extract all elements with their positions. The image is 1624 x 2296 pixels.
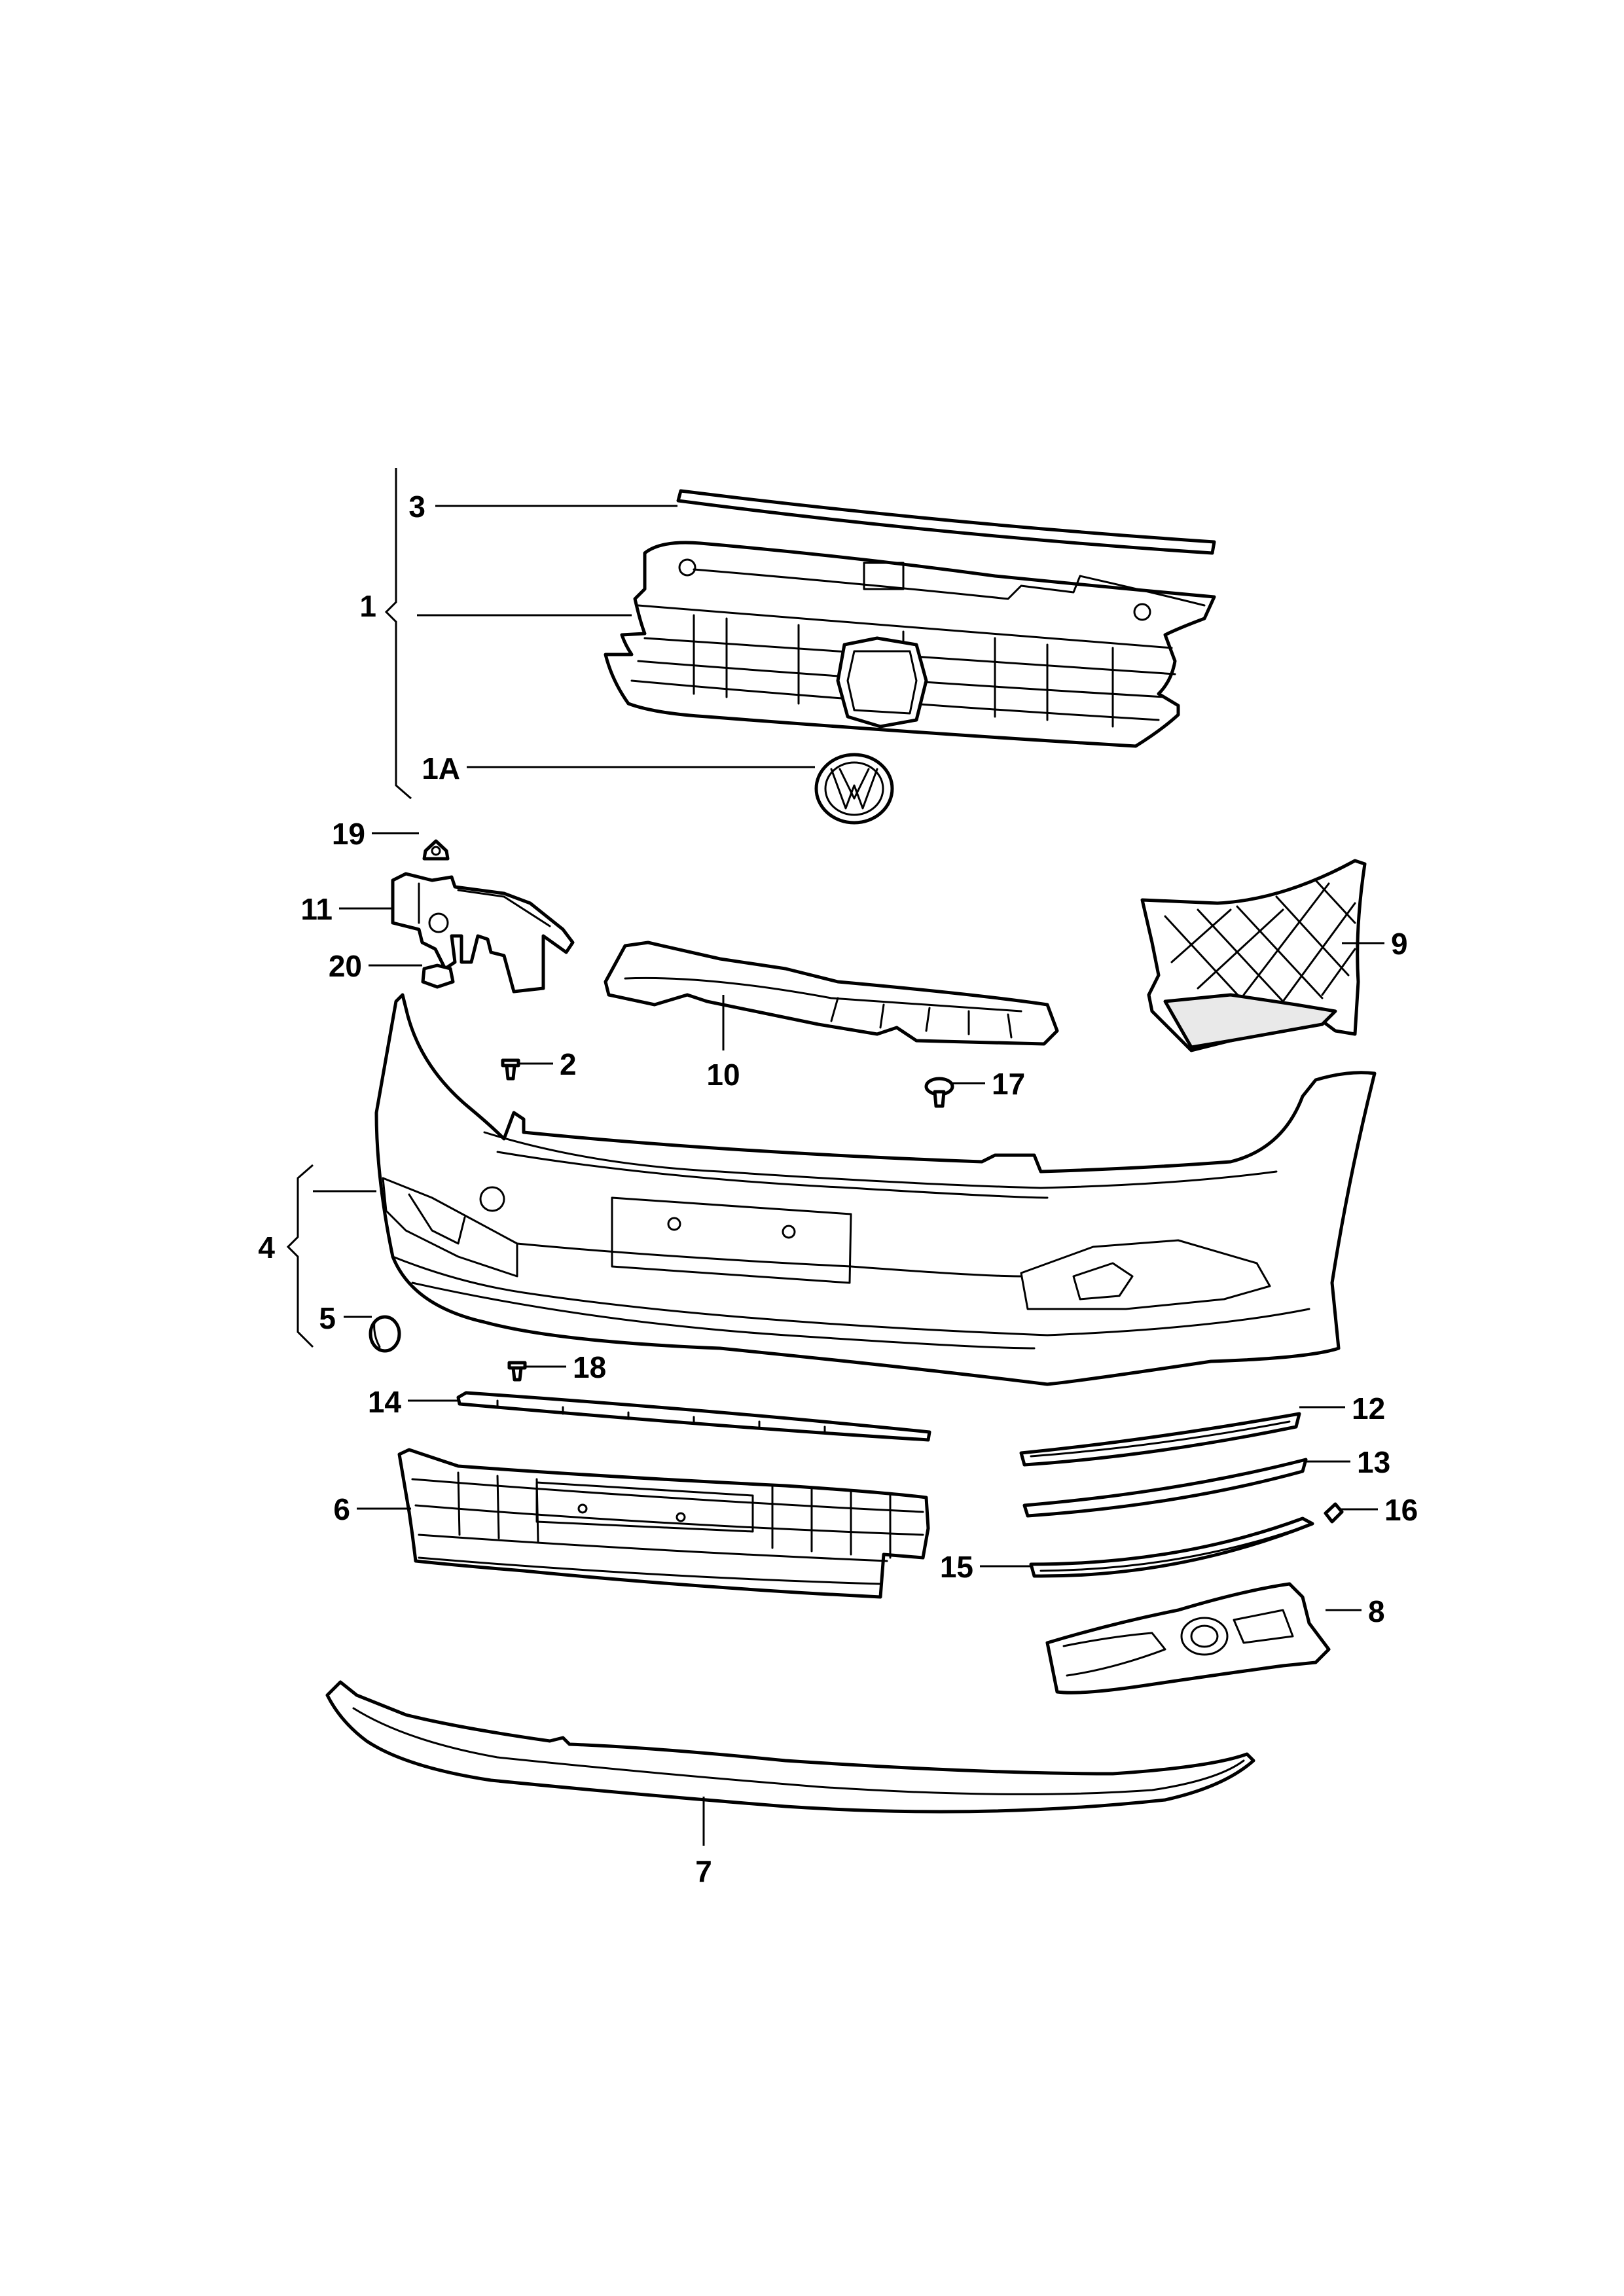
callout-1a: 1A	[422, 751, 460, 785]
callout-20: 20	[329, 949, 362, 983]
part-9-side-grille	[1140, 859, 1367, 1052]
callout-9: 9	[1391, 927, 1408, 961]
callout-15: 15	[940, 1550, 973, 1584]
callout-2: 2	[560, 1047, 577, 1081]
part-4-bumper-cover	[374, 993, 1377, 1386]
part-16-clip	[1324, 1502, 1344, 1524]
part-14-trim-strip	[456, 1391, 931, 1442]
bracket-group-4	[286, 1164, 314, 1348]
callout-14: 14	[368, 1385, 402, 1419]
callout-8: 8	[1368, 1594, 1385, 1628]
part-17-rivet	[924, 1077, 954, 1108]
callout-4: 4	[258, 1230, 275, 1265]
bracket-group-1	[384, 468, 412, 800]
part-7-front-spoiler	[325, 1680, 1255, 1814]
callout-7: 7	[695, 1854, 712, 1888]
callout-11: 11	[300, 892, 333, 926]
callout-5: 5	[319, 1301, 336, 1335]
callout-3: 3	[408, 490, 425, 524]
part-13-trim-strip	[1022, 1458, 1308, 1518]
callout-1: 1	[359, 589, 376, 623]
part-18-bolt	[507, 1361, 527, 1382]
part-1-radiator-grille	[604, 541, 1216, 748]
callout-17: 17	[992, 1067, 1025, 1101]
callout-19: 19	[332, 817, 365, 851]
part-2-bolt	[501, 1058, 520, 1081]
part-3-trim-strip	[676, 489, 1216, 555]
part-12-trim-strip	[1019, 1412, 1301, 1467]
part-1a-emblem	[814, 753, 894, 825]
part-11-bracket	[391, 872, 575, 994]
part-5-tow-eye-cap	[369, 1315, 401, 1353]
callout-16: 16	[1384, 1493, 1418, 1527]
part-15-trim-strip	[1029, 1516, 1314, 1578]
part-10-impact-absorber	[604, 941, 1059, 1046]
callout-6: 6	[333, 1492, 350, 1526]
callout-18: 18	[573, 1350, 606, 1384]
part-20-nut	[421, 963, 455, 989]
callout-13: 13	[1357, 1445, 1390, 1479]
part-8-fog-lamp-bezel	[1045, 1582, 1331, 1695]
part-19-clip	[422, 839, 450, 861]
callout-10: 10	[706, 1058, 740, 1092]
callout-12: 12	[1352, 1391, 1385, 1426]
part-6-lower-grille	[397, 1448, 930, 1599]
